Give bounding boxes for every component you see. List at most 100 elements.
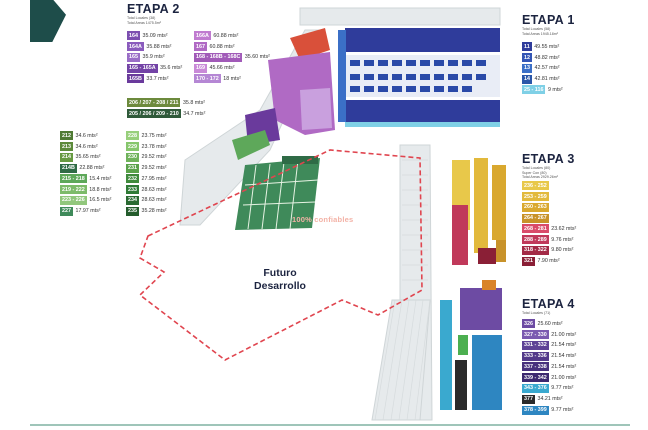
etapa4-legend-area: 25.60 mts² [537,320,563,327]
bottom-divider [30,424,630,426]
etapa2-legend-b-area: 45.66 mts² [209,65,235,72]
etapa2-legend-a-code: 165 [127,52,140,62]
etapa2-legend-left-area: 22.88 mts² [79,165,105,172]
etapa3-orange-column [492,165,506,240]
etapa4-legend-code: 333 - 336 [522,351,549,361]
etapa3-sub-1: Total Locales (80) [522,166,551,170]
etapa4-cyan-left [440,300,452,410]
etapa2-green-strip [232,130,270,160]
etapa3-legend-code: 321 [522,256,535,266]
etapa1-parking-cells [350,60,486,92]
etapa1-left-column [338,30,346,122]
etapa1-title: ETAPA 1 [522,13,575,27]
etapa2-label-chip [282,156,318,164]
etapa2-legend-left-area: 34.6 mts² [75,143,98,150]
etapa2-red-units [290,28,330,60]
etapa2-sub-1: Total Locales (38) [127,16,156,20]
etapa3-sub-3: Total Areas 2929.26m² [522,175,558,180]
etapa2-legend-left-code: 214B [60,163,77,173]
etapa2-legend-mid-code: 230 [126,152,139,162]
etapa1-upper-row [345,28,500,52]
etapa2-legend-b-code: 169 [194,63,207,73]
etapa3-legend-code: 253 - 259 [522,192,549,202]
etapa2-legend-b-area: 60.88 mts² [213,32,239,39]
etapa3-legend-row: 260 - 263 [522,202,576,213]
etapa3-legend-code: 318 - 322 [522,245,549,255]
etapa2-legend-left-code: 215 - 218 [60,174,87,184]
etapa4-legend-code: 343 - 376 [522,383,549,393]
etapa2-legend-mid-area: 29.52 mts² [141,165,167,172]
etapa2-legend-left-code: 214 [60,152,73,162]
etapa1-sub-2: Total Areas 1945.18m² [522,31,558,36]
etapa1-legend-area: 49.55 mts² [534,43,560,50]
etapa2-legend-mid-area: 23.75 mts² [141,132,167,139]
futuro-line-2: Desarrollo [254,280,306,292]
etapa1-subtitle: Total Locales (58) Total Areas 1945.18m² [522,27,558,36]
etapa1-sub-1: Total Locales (58) [522,27,551,31]
etapa1-legend-area: 42.81 mts² [534,76,560,83]
etapa2-light-purple [300,88,332,130]
etapa1-legend-code: 14 [522,74,532,84]
etapa4-legend-code: 337 - 338 [522,362,549,372]
etapa2-legend-b-code: 170 - 172 [194,74,221,84]
etapa3-title: ETAPA 3 [522,152,575,166]
etapa2-legend-a-area: 35.88 mts² [146,43,172,50]
road-lower-fan [371,299,431,421]
etapa2-legend-b-area: 18 mts² [223,75,241,82]
etapa4-subtitle: Total Locales (71) [522,311,550,316]
etapa4-green-chips [458,335,468,355]
etapa2-legend-left-code: 212 [60,131,73,141]
etapa4-sub-1: Total Locales (71) [522,311,551,315]
road-upper-band [299,7,501,26]
etapa3-yellow-column-2 [474,158,488,253]
etapa4-legend-area: 21.54 mts² [551,353,577,360]
etapa1-legend-area: 9 mts² [547,86,563,93]
etapa3-legend-code: 288 - 289 [522,235,549,245]
etapa2-legend-a-code: 164A [127,42,144,52]
etapa2-legend-mid-code: 234 [126,195,139,205]
etapa4-purple [460,288,502,330]
etapa2-subtitle: Total Locales (38) Total Areas 1475.5m² [127,16,161,25]
etapa2-legend-left-area: 18.8 mts² [89,186,112,193]
etapa3-legend-area: 9.76 mts² [551,236,574,243]
etapa3-legend-area: 23.62 mts² [551,225,577,232]
etapa1-legend-code: 13 [522,63,532,73]
etapa2-block [232,28,335,230]
etapa2-legend-left-code: 219 - 222 [60,185,87,195]
etapa2-legend-mid-area: 28.63 mts² [141,197,167,204]
